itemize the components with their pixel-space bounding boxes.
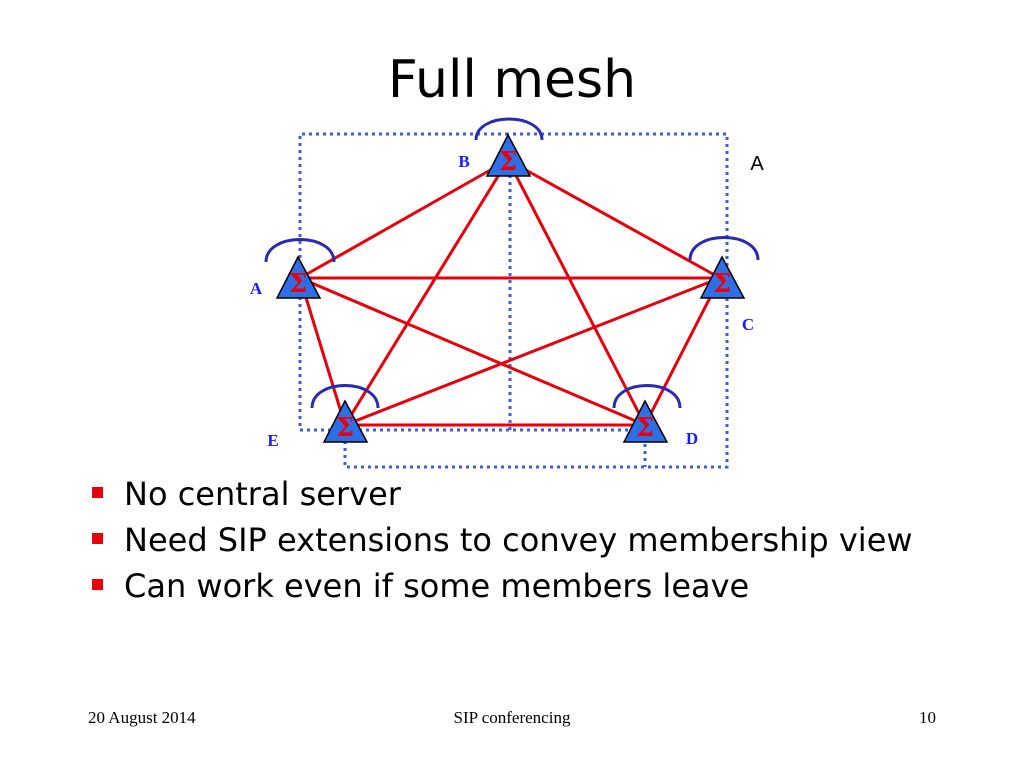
edge-b-e: [343, 159, 510, 426]
node-d-triangle: [622, 399, 669, 443]
node-d-label: D: [686, 429, 698, 448]
node-a: Σ A: [250, 255, 322, 299]
node-e-triangle: [322, 399, 369, 443]
node-d-sigma: Σ: [636, 413, 654, 443]
bullet-text: Can work even if some members leave: [124, 567, 750, 605]
bullet-text: Need SIP extensions to convey membership…: [124, 521, 913, 559]
edge-c-e: [344, 276, 721, 427]
footer-title: SIP conferencing: [453, 708, 571, 727]
node-c-sigma: Σ: [713, 269, 731, 299]
node-b-label: B: [458, 152, 469, 171]
footer-page-number: 10: [919, 708, 936, 727]
node-b-triangle: [485, 133, 532, 177]
edge-a-e: [298, 277, 347, 426]
bullet-list: No central server Need SIP extensions to…: [88, 474, 948, 612]
bullet-item: Can work even if some members leave: [88, 566, 948, 606]
footer-date: 20 August 2014: [88, 708, 196, 727]
dotted-outer-box: [298, 132, 729, 469]
loop-arc-c: [688, 236, 760, 261]
loop-arc-b: [474, 117, 544, 141]
slide-title: Full mesh: [387, 50, 637, 110]
node-a-label: A: [250, 279, 263, 298]
bullet-item: No central server: [88, 474, 948, 514]
node-c: Σ C: [699, 255, 754, 334]
edge-b-d: [506, 159, 647, 426]
node-a-sigma: Σ: [289, 269, 307, 299]
node-b: Σ B: [458, 133, 532, 177]
node-a-triangle: [275, 255, 322, 299]
node-e: Σ E: [267, 399, 369, 450]
corner-label: A: [750, 153, 764, 175]
node-b-sigma: Σ: [499, 147, 517, 177]
mesh-edges: [298, 158, 722, 427]
node-c-triangle: [699, 255, 746, 299]
loop-arc-e: [310, 384, 380, 409]
bullet-text: No central server: [124, 475, 401, 513]
loop-arcs: [264, 117, 760, 409]
node-e-label: E: [267, 431, 278, 450]
edge-a-d: [299, 276, 646, 427]
node-e-sigma: Σ: [336, 413, 354, 443]
square-bullet-icon: [92, 579, 103, 590]
node-d: Σ D: [622, 399, 698, 448]
edge-b-c: [507, 158, 721, 280]
loop-arc-d: [612, 384, 682, 409]
edge-c-d: [643, 277, 722, 426]
bullet-item: Need SIP extensions to convey membership…: [88, 520, 948, 560]
node-c-label: C: [742, 315, 754, 334]
edge-b-a: [299, 158, 509, 280]
square-bullet-icon: [92, 487, 103, 498]
loop-arc-a: [264, 238, 336, 263]
square-bullet-icon: [92, 533, 103, 544]
